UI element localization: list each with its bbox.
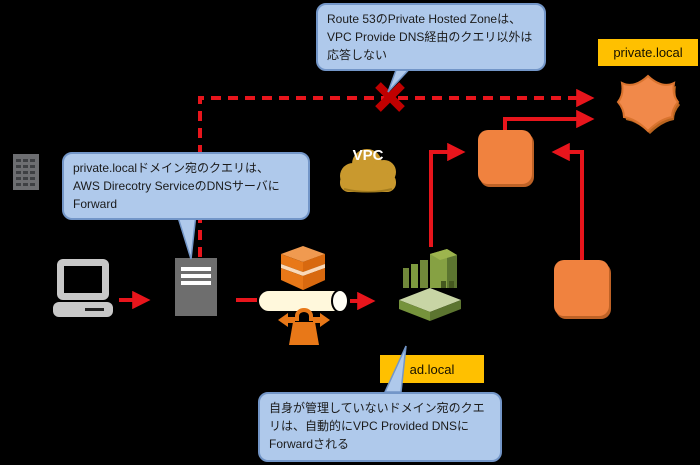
office-building-icon bbox=[13, 154, 39, 190]
arrow-vpc-dns-to-route53 bbox=[503, 109, 595, 130]
vpn-tunnel-cylinder-icon bbox=[257, 289, 349, 313]
private-local-label: private.local bbox=[598, 39, 698, 66]
vpc-dns-callout-tail bbox=[383, 345, 407, 393]
ec2-instance-square bbox=[554, 260, 609, 316]
arrow-instance-to-vpc-dns bbox=[551, 142, 584, 261]
forward-to-vpc-dns-callout: 自身が管理していないドメイン宛のクエ リは、自動的にVPC Provided D… bbox=[258, 392, 502, 462]
route53-shield-icon bbox=[616, 74, 680, 134]
forward-callout-tail bbox=[175, 213, 197, 260]
gateway-box-icon bbox=[281, 246, 325, 290]
vpc-cloud-label: VPC bbox=[352, 147, 384, 164]
laptop-computer-icon bbox=[53, 259, 113, 317]
blocked-cross-icon bbox=[375, 82, 405, 112]
arrow-directory-to-vpc-dns bbox=[429, 142, 466, 247]
forward-to-directory-callout: private.localドメイン宛のクエリは、 AWS Direcotry S… bbox=[62, 152, 310, 220]
toolbox-gateway-icon bbox=[278, 308, 330, 345]
dns-server-icon bbox=[175, 258, 217, 316]
route53-callout: Route 53のPrivate Hosted Zoneは、 VPC Provi… bbox=[316, 3, 546, 71]
vpc-dns-instance-square bbox=[478, 130, 532, 184]
directory-service-icon bbox=[399, 249, 461, 321]
vpc-cloud-icon bbox=[340, 149, 396, 193]
